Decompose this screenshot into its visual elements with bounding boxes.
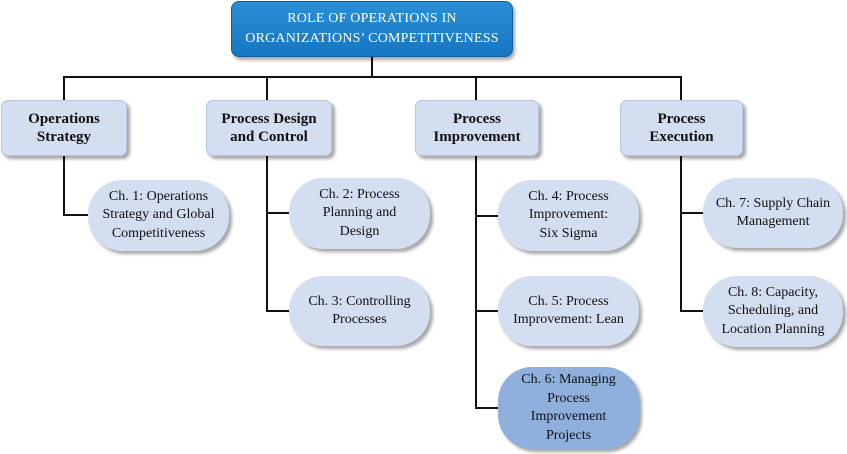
chapter-label-line: Ch. 1: Operations bbox=[108, 188, 209, 204]
chapter-label-line: Improvement: bbox=[528, 207, 609, 223]
chapter-label-line: Location Planning bbox=[721, 321, 825, 337]
chapter-label-line: Ch. 2: Process bbox=[319, 186, 400, 202]
chapter-5: Ch. 5: Process Improvement: Lean bbox=[498, 276, 639, 346]
category-process-execution: Process Execution bbox=[620, 100, 743, 156]
category-process-improvement: Process Improvement bbox=[415, 100, 539, 156]
chapter-label-line: Ch. 5: Process bbox=[528, 293, 609, 309]
category-label-line: Improvement bbox=[433, 129, 521, 145]
chapter-3: Ch. 3: Controlling Processes bbox=[289, 276, 430, 346]
category-label-line: Process bbox=[657, 111, 706, 127]
chapter-label-line: Ch. 7: Supply Chain bbox=[715, 195, 831, 211]
title-line: ORGANIZATIONS’ COMPETITIVENESS bbox=[245, 31, 499, 46]
category-label-line: Strategy bbox=[36, 129, 92, 145]
category-process-design-and-control: Process Design and Control bbox=[206, 100, 332, 156]
chapter-label-line: Strategy and Global bbox=[102, 207, 215, 223]
chapter-label-line: Design bbox=[339, 223, 380, 239]
category-label-line: Process Design bbox=[221, 111, 317, 127]
chapter-7: Ch. 7: Supply Chain Management bbox=[703, 178, 843, 248]
chapter-label-line: Processes bbox=[332, 312, 387, 327]
chapter-8: Ch. 8: Capacity, Scheduling, and Locatio… bbox=[703, 276, 843, 347]
chapter-6: Ch. 6: Managing Process Improvement Proj… bbox=[498, 367, 639, 449]
category-label-line: and Control bbox=[230, 129, 308, 145]
chapter-label-line: Ch. 4: Process bbox=[528, 188, 609, 204]
chapter-label-line: Improvement: Lean bbox=[513, 312, 624, 327]
chapter-label-line: Improvement bbox=[530, 409, 607, 424]
chapter-label-line: Management bbox=[736, 214, 810, 229]
chapter-4: Ch. 4: Process Improvement: Six Sigma bbox=[498, 180, 639, 251]
chapter-label-line: Ch. 8: Capacity, bbox=[727, 284, 819, 300]
diagram-title: ROLE OF OPERATIONS IN ORGANIZATIONS’ COM… bbox=[231, 1, 513, 57]
chapter-1: Ch. 1: Operations Strategy and Global Co… bbox=[88, 180, 229, 251]
chapter-label-line: Planning and bbox=[322, 205, 397, 221]
chapter-label-line: Projects bbox=[545, 427, 592, 443]
chapter-label-line: Scheduling, and bbox=[727, 303, 819, 319]
title-line: ROLE OF OPERATIONS IN bbox=[287, 11, 457, 26]
category-label-line: Operations bbox=[28, 111, 100, 127]
chapter-label-line: Six Sigma bbox=[539, 225, 598, 241]
chapter-label-line: Process bbox=[547, 390, 590, 406]
chapter-label-line: Ch. 3: Controlling bbox=[308, 293, 411, 309]
chapter-label-line: Ch. 6: Managing bbox=[521, 372, 616, 387]
category-label-line: Execution bbox=[649, 129, 714, 145]
category-operations-strategy: Operations Strategy bbox=[1, 100, 127, 156]
category-label-line: Process bbox=[452, 111, 502, 127]
chapter-label-line: Competitiveness bbox=[111, 225, 206, 241]
chapter-2: Ch. 2: Process Planning and Design bbox=[289, 178, 430, 249]
